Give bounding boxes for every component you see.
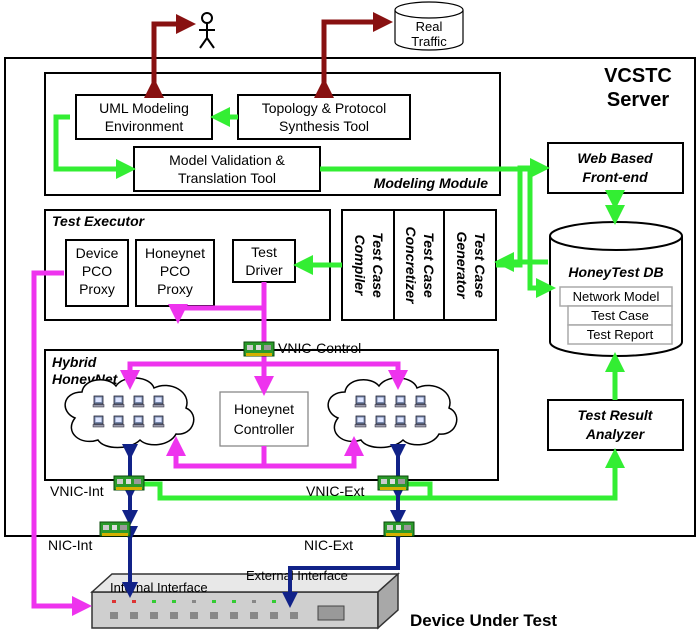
analyzer-line1: Test Result [578, 407, 654, 423]
green-arrows [53, 107, 625, 501]
web-frontend-line1: Web Based [577, 150, 653, 166]
nic-int-card [99, 521, 131, 537]
user-icon [199, 12, 215, 49]
control-to-right-cloud-arrow [264, 361, 408, 390]
right-cloud [327, 377, 458, 449]
vnic-control-card [243, 341, 275, 357]
validation-to-db-arrow [320, 166, 556, 298]
modeling-module-label: Modeling Module [374, 175, 489, 191]
device-pco-to-dut-arrow [31, 270, 92, 616]
db-title: HoneyTest DB [568, 264, 663, 280]
nic-ext-label: NIC-Ext [304, 537, 353, 553]
concretizer-line1: Test Case [421, 232, 437, 298]
db-item-label: Test Case [591, 308, 649, 323]
controller-line2: Controller [234, 421, 295, 437]
device-pco-line3: Proxy [79, 281, 115, 297]
test-result-analyzer-box[interactable] [547, 399, 684, 451]
real-traffic-db [394, 1, 464, 51]
controller-to-right-cloud-arrow [264, 436, 364, 469]
db-item-test-report [567, 324, 673, 345]
real-traffic-line2: Traffic [411, 34, 447, 49]
magenta-arrows [31, 270, 408, 616]
uml-line1: UML Modeling [99, 100, 189, 116]
analyzer-line2: Analyzer [585, 426, 646, 442]
uml-validation-arrow [53, 114, 136, 179]
controller-to-left-cloud-arrow [166, 436, 267, 469]
vnic-control-label: VNIC-Control [278, 340, 361, 356]
server-title-line2: Server [607, 89, 669, 111]
compiler-line1: Test Case [370, 232, 386, 298]
real-traffic-line1: Real [416, 19, 443, 34]
vnic-ext-card [377, 475, 409, 491]
external-interface-label: External Interface [246, 568, 348, 583]
uml-line2: Environment [105, 118, 184, 134]
vnic-int-label: VNIC-Int [50, 483, 104, 499]
compiler-line2: Compiler [352, 235, 368, 297]
concretizer-line2: Concretizer [403, 226, 419, 305]
left-cloud [64, 377, 195, 449]
vnic-ext-link [400, 481, 433, 498]
server-title-line1: VCSTC [604, 65, 672, 87]
validation-line1: Model Validation & [169, 152, 285, 168]
driver-to-honeynet-pco-arrow [168, 282, 267, 324]
nic-int-label: NIC-Int [48, 537, 92, 553]
topology-line1: Topology & Protocol [262, 100, 387, 116]
web-frontend-line2: Front-end [582, 169, 648, 185]
honeynet-controller-box[interactable] [219, 391, 309, 447]
user-to-uml-arrow [144, 14, 196, 98]
honeynet-label-line1: Hybrid [52, 354, 97, 370]
honeynet-pco-line2: PCO [160, 263, 190, 279]
vnic-to-analyzer-arrow [130, 448, 625, 501]
device-pco-line1: Device [76, 245, 119, 261]
control-to-left-cloud-arrow [120, 361, 264, 390]
traffic-to-topology-arrow [314, 12, 393, 98]
honeynet-pco-line3: Proxy [157, 281, 193, 297]
validation-line2: Translation Tool [178, 170, 276, 186]
nic-ext-card [383, 521, 415, 537]
topology-synthesis-box[interactable] [237, 94, 411, 140]
test-case-generator-box[interactable] [443, 209, 497, 321]
device-pco-line2: PCO [82, 263, 112, 279]
generator-line1: Test Case [472, 232, 488, 298]
generator-line2: Generator [454, 232, 470, 300]
vnic-ext-label: VNIC-Ext [306, 483, 364, 499]
navy-arrows [122, 444, 406, 608]
honeynet-pco-line1: Honeynet [145, 245, 205, 261]
test-driver-line1: Test [251, 244, 277, 260]
test-driver-line2: Driver [245, 262, 283, 278]
test-executor-label: Test Executor [52, 213, 146, 229]
db-item-label: Network Model [573, 289, 660, 304]
vnic-int-card [113, 475, 145, 491]
honeynet-pco-proxy-box[interactable] [135, 239, 215, 307]
model-validation-box[interactable] [133, 146, 321, 192]
device-pco-proxy-box[interactable] [65, 239, 129, 307]
db-item-label: Test Report [587, 327, 654, 342]
controller-line1: Honeynet [234, 401, 294, 417]
dut-title: Device Under Test [410, 611, 557, 630]
nic-ext-to-dut [282, 526, 406, 608]
topology-line2: Synthesis Tool [279, 118, 369, 134]
internal-interface-label: Internal Interface [110, 580, 208, 595]
